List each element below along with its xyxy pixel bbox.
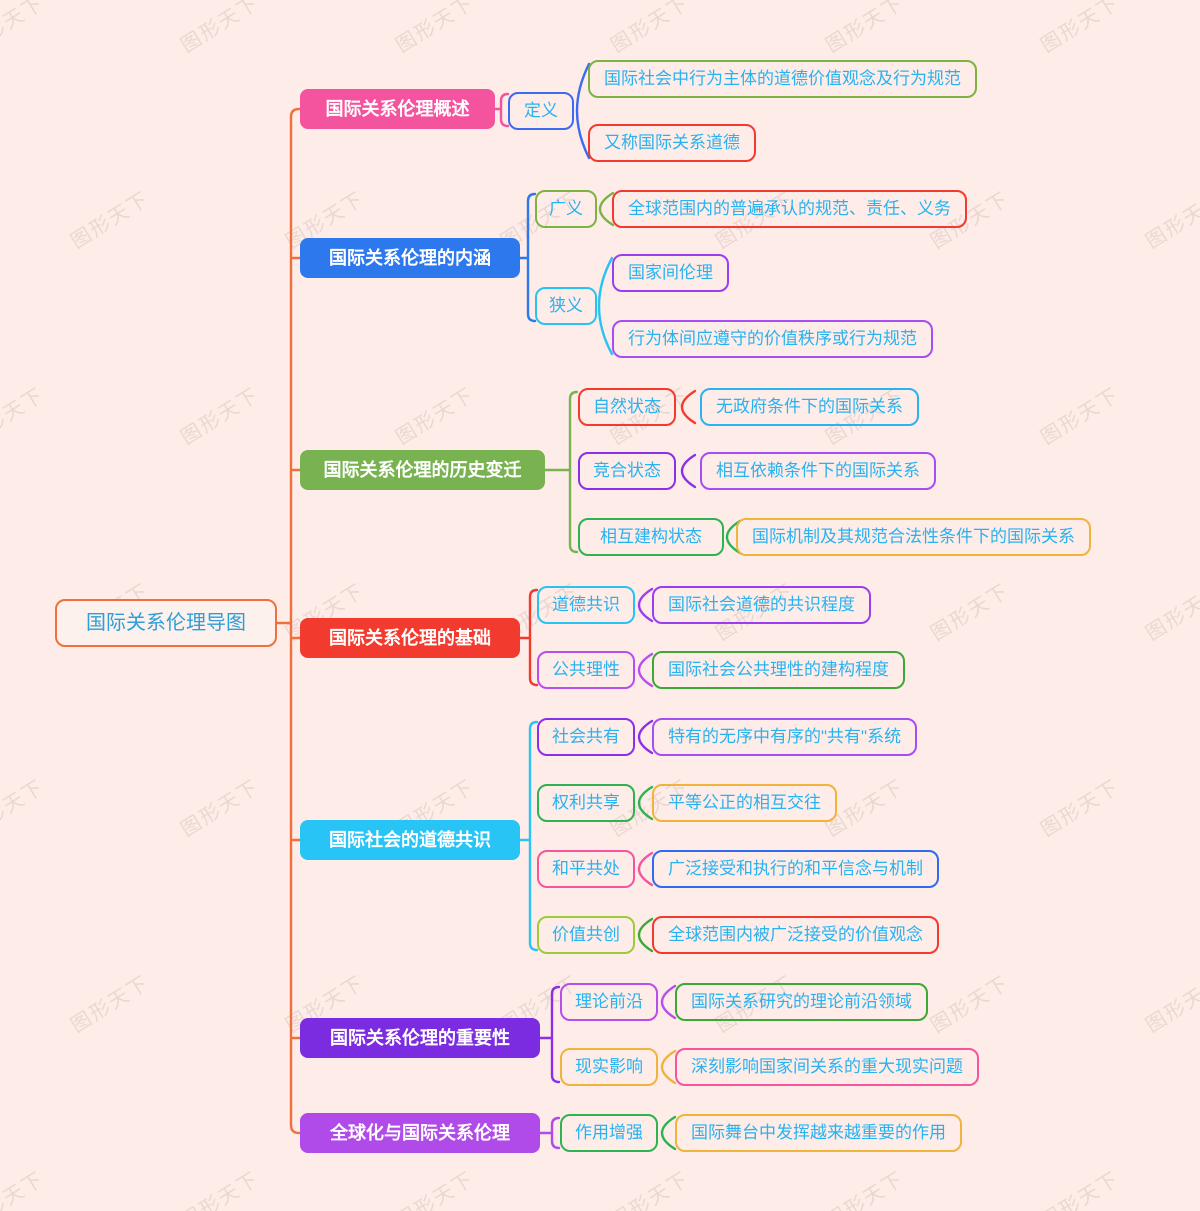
branch-foundation[interactable]: 国际关系伦理的基础 xyxy=(300,618,520,658)
brace-public-reason xyxy=(637,652,654,688)
branch-history[interactable]: 国际关系伦理的历史变迁 xyxy=(300,450,545,490)
brace-natural-state xyxy=(680,389,697,425)
leaf-also-called[interactable]: 又称国际关系道德 xyxy=(588,124,756,162)
branch-overview[interactable]: 国际关系伦理概述 xyxy=(300,89,495,129)
node-natural-state[interactable]: 自然状态 xyxy=(578,388,676,426)
leaf-regime-legitimacy-relations[interactable]: 国际机制及其规范合法性条件下的国际关系 xyxy=(736,518,1091,556)
node-definition[interactable]: 定义 xyxy=(508,92,574,130)
leaf-broad-sense-content[interactable]: 全球范围内的普遍承认的规范、责任、义务 xyxy=(612,190,967,228)
node-theory-frontier[interactable]: 理论前沿 xyxy=(560,983,658,1021)
leaf-moral-consensus-degree[interactable]: 国际社会道德的共识程度 xyxy=(652,586,871,624)
leaf-accepted-values[interactable]: 全球范围内被广泛接受的价值观念 xyxy=(652,916,939,954)
node-mutual-construction[interactable]: 相互建构状态 xyxy=(578,518,724,556)
node-social-sharing[interactable]: 社会共有 xyxy=(537,718,635,756)
node-public-reason[interactable]: 公共理性 xyxy=(537,651,635,689)
node-narrow-sense[interactable]: 狭义 xyxy=(535,287,597,325)
spine-connector xyxy=(275,107,302,1135)
leaf-major-practical-issues[interactable]: 深刻影响国家间关系的重大现实问题 xyxy=(675,1048,979,1086)
leaf-value-order[interactable]: 行为体间应遵守的价值秩序或行为规范 xyxy=(612,320,933,358)
node-peaceful-coexistence[interactable]: 和平共处 xyxy=(537,850,635,888)
branch-moral-consensus[interactable]: 国际社会的道德共识 xyxy=(300,820,520,860)
branch-globalization[interactable]: 全球化与国际关系伦理 xyxy=(300,1113,540,1153)
node-practical-impact[interactable]: 现实影响 xyxy=(560,1048,658,1086)
leaf-frontier-field[interactable]: 国际关系研究的理论前沿领域 xyxy=(675,983,928,1021)
brace-competition-state xyxy=(680,453,697,489)
brace-practical-impact xyxy=(660,1049,677,1085)
bracket-overview xyxy=(493,92,510,128)
brace-social-sharing xyxy=(637,719,654,755)
node-rights-sharing[interactable]: 权利共享 xyxy=(537,784,635,822)
brace-peaceful-coexistence xyxy=(637,851,654,887)
leaf-interstate-ethics[interactable]: 国家间伦理 xyxy=(612,254,729,292)
branch-connotation[interactable]: 国际关系伦理的内涵 xyxy=(300,238,520,278)
leaf-anarchy-relations[interactable]: 无政府条件下的国际关系 xyxy=(700,388,919,426)
leaf-public-reason-degree[interactable]: 国际社会公共理性的建构程度 xyxy=(652,651,905,689)
bracket-moral-consensus xyxy=(518,720,539,952)
brace-narrow-sense xyxy=(597,256,614,356)
bracket-connotation xyxy=(518,192,537,323)
node-moral-consensus[interactable]: 道德共识 xyxy=(537,586,635,624)
brace-moral-consensus-degree xyxy=(637,587,654,623)
bracket-foundation xyxy=(518,588,539,687)
node-broad-sense[interactable]: 广义 xyxy=(535,190,597,228)
root-node[interactable]: 国际关系伦理导图 xyxy=(55,599,277,647)
brace-definition xyxy=(575,62,591,160)
brace-role-strengthening xyxy=(660,1115,677,1151)
node-value-cocreation[interactable]: 价值共创 xyxy=(537,916,635,954)
leaf-increasing-role[interactable]: 国际舞台中发挥越来越重要的作用 xyxy=(675,1114,962,1152)
leaf-interdependence-relations[interactable]: 相互依赖条件下的国际关系 xyxy=(700,452,936,490)
brace-theory-frontier xyxy=(660,984,677,1020)
brace-mutual-construction xyxy=(725,519,742,555)
leaf-peace-belief-mechanism[interactable]: 广泛接受和执行的和平信念与机制 xyxy=(652,850,939,888)
node-role-strengthening[interactable]: 作用增强 xyxy=(560,1114,658,1152)
bracket-globalization xyxy=(538,1116,561,1150)
leaf-equal-just-interaction[interactable]: 平等公正的相互交往 xyxy=(652,784,837,822)
leaf-shared-system[interactable]: 特有的无序中有序的"共有"系统 xyxy=(652,718,918,756)
leaf-definition-content[interactable]: 国际社会中行为主体的道德价值观念及行为规范 xyxy=(588,60,977,98)
brace-value-cocreation xyxy=(637,917,654,953)
brace-rights-sharing xyxy=(637,785,654,821)
branch-importance[interactable]: 国际关系伦理的重要性 xyxy=(300,1018,540,1058)
bracket-importance xyxy=(538,985,561,1084)
brace-broad-sense xyxy=(598,191,615,227)
node-competition-state[interactable]: 竞合状态 xyxy=(578,452,676,490)
bracket-history xyxy=(543,390,579,554)
